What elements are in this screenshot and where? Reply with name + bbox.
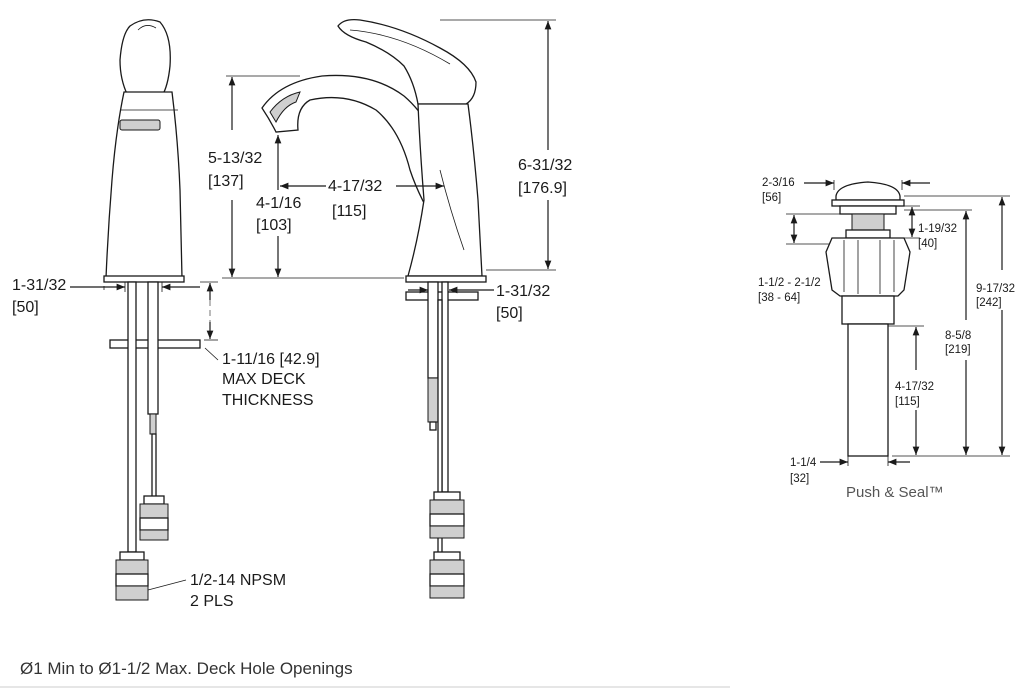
deck-thickness-line2: MAX DECK	[222, 371, 306, 388]
connection-spec-line2: 2 PLS	[190, 593, 234, 610]
overall-height-mm: [176.9]	[518, 180, 567, 197]
side-view: 5-13/32 [137] 4-1/16 [103] 4-17/32 [115]…	[208, 18, 572, 599]
spout-height-label: 5-13/32	[208, 150, 262, 167]
drain-cap-diameter-label: 2-3/16	[762, 177, 795, 189]
drain-flange-height-mm: [40]	[918, 238, 937, 250]
side-base	[405, 275, 487, 283]
drain-body-length-mm: [219]	[945, 344, 971, 356]
deck-thickness-line3: THICKNESS	[222, 392, 314, 409]
drain-cap-diameter-mm: [56]	[762, 192, 781, 204]
aerator-height-label: 4-1/16	[256, 195, 301, 212]
connection-spec-line1: 1/2-14 NPSM	[190, 572, 286, 589]
side-base-width-label: 1-31/32	[496, 283, 550, 300]
drain-tail-length-mm: [115]	[895, 396, 920, 408]
spout-height-mm: [137]	[208, 173, 244, 190]
side-handle	[337, 18, 477, 105]
drain-view: 2-3/16 [56] 1-19/32 [40] 1-1/2 - 2-1/2 […	[758, 177, 1015, 501]
front-handle	[119, 19, 171, 97]
aerator-height-mm: [103]	[256, 217, 292, 234]
drain-tail-diameter-mm: [32]	[790, 473, 809, 485]
front-base	[103, 275, 185, 283]
front-base-width-label: 1-31/32	[12, 277, 66, 294]
side-fitting-upper	[429, 491, 465, 539]
drain-deck-range-mm: [38 - 64]	[758, 292, 800, 304]
spout-reach-mm: [115]	[332, 203, 366, 220]
drain-overall-length-mm: [242]	[976, 297, 1002, 309]
drain-cap	[835, 181, 901, 201]
drain-tail-length-label: 4-17/32	[895, 381, 934, 393]
footer-note: Ø1 Min to Ø1-1/2 Max. Deck Hole Openings	[20, 659, 353, 678]
side-base-width-mm: [50]	[496, 305, 523, 322]
front-fitting-short	[139, 495, 169, 541]
side-fitting-lower	[429, 551, 465, 599]
front-view: 1-31/32 [50] 1-11/16 [42.9] MAX DECK THI…	[12, 19, 320, 610]
front-aerator	[119, 119, 161, 131]
deck-thickness-line1: 1-11/16 [42.9]	[222, 351, 320, 368]
drain-caption: Push & Seal™	[846, 484, 944, 501]
front-base-width-mm: [50]	[12, 299, 39, 316]
drain-flange-height-label: 1-19/32	[918, 223, 957, 235]
drain-body-length-label: 8-5/8	[945, 330, 971, 342]
drain-tail-diameter-label: 1-1/4	[790, 457, 817, 469]
drain-deck-range-label: 1-1/2 - 2-1/2	[758, 277, 821, 289]
drain-body	[825, 237, 911, 297]
drain-overall-length-label: 9-17/32	[976, 283, 1015, 295]
drain-tailpiece	[847, 323, 889, 457]
overall-height-label: 6-31/32	[518, 157, 572, 174]
front-fitting-long	[115, 551, 149, 601]
spout-reach-label: 4-17/32	[328, 178, 382, 195]
